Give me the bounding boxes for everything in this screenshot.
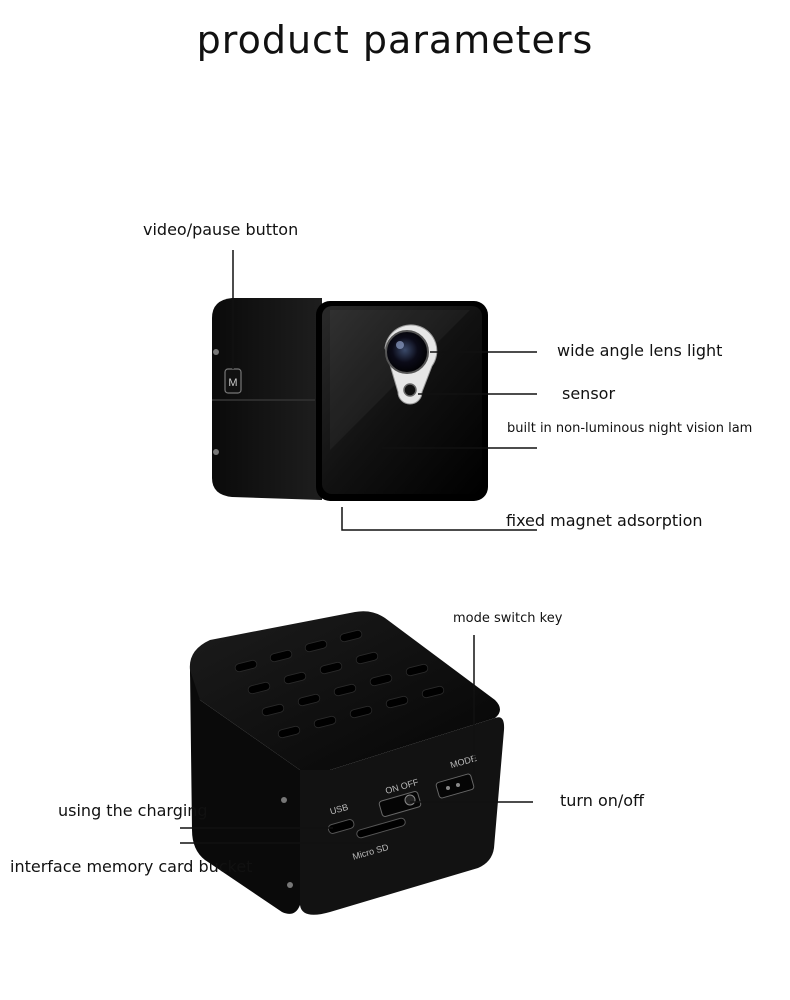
mode-letter: M [228, 377, 237, 389]
camera-front-view: M [212, 298, 488, 501]
usb-port [327, 819, 355, 834]
label-wide-angle: wide angle lens light [557, 341, 723, 360]
side-screw-bottom [213, 449, 219, 455]
label-night-vision: built in non-luminous night vision lam [507, 421, 753, 436]
label-memory-card: interface memory card bucket [10, 857, 253, 876]
line-magnet [341, 507, 537, 531]
back-screw-top [281, 797, 287, 803]
label-charging: using the charging [58, 801, 208, 820]
usb-mark: USB [329, 802, 350, 817]
back-screw-bottom [287, 882, 293, 888]
label-magnet: fixed magnet adsorption [506, 511, 703, 530]
lens-glint [396, 341, 404, 349]
mode-dot-2 [456, 783, 460, 787]
mode-dot-1 [446, 786, 450, 790]
label-video-pause: video/pause button [143, 220, 299, 239]
power-switch-knob [404, 794, 416, 806]
micro-sd-slot [356, 817, 406, 839]
vent-grid [234, 629, 445, 739]
label-sensor: sensor [562, 384, 616, 403]
wide-angle-lens [385, 330, 429, 374]
side-screw-top [213, 349, 219, 355]
page-title: product parameters [196, 18, 594, 62]
label-mode-switch: mode switch key [453, 611, 563, 626]
camera-port-face [300, 717, 505, 915]
mode-switch [435, 773, 475, 799]
camera-left-side [190, 670, 300, 914]
bottom-callout-lines [180, 635, 533, 844]
label-turn-onoff: turn on/off [560, 791, 645, 810]
camera-back-view: USB Micro SD ON OFF MODE [189, 611, 505, 915]
top-callout-lines [232, 250, 537, 531]
light-sensor [403, 383, 417, 397]
